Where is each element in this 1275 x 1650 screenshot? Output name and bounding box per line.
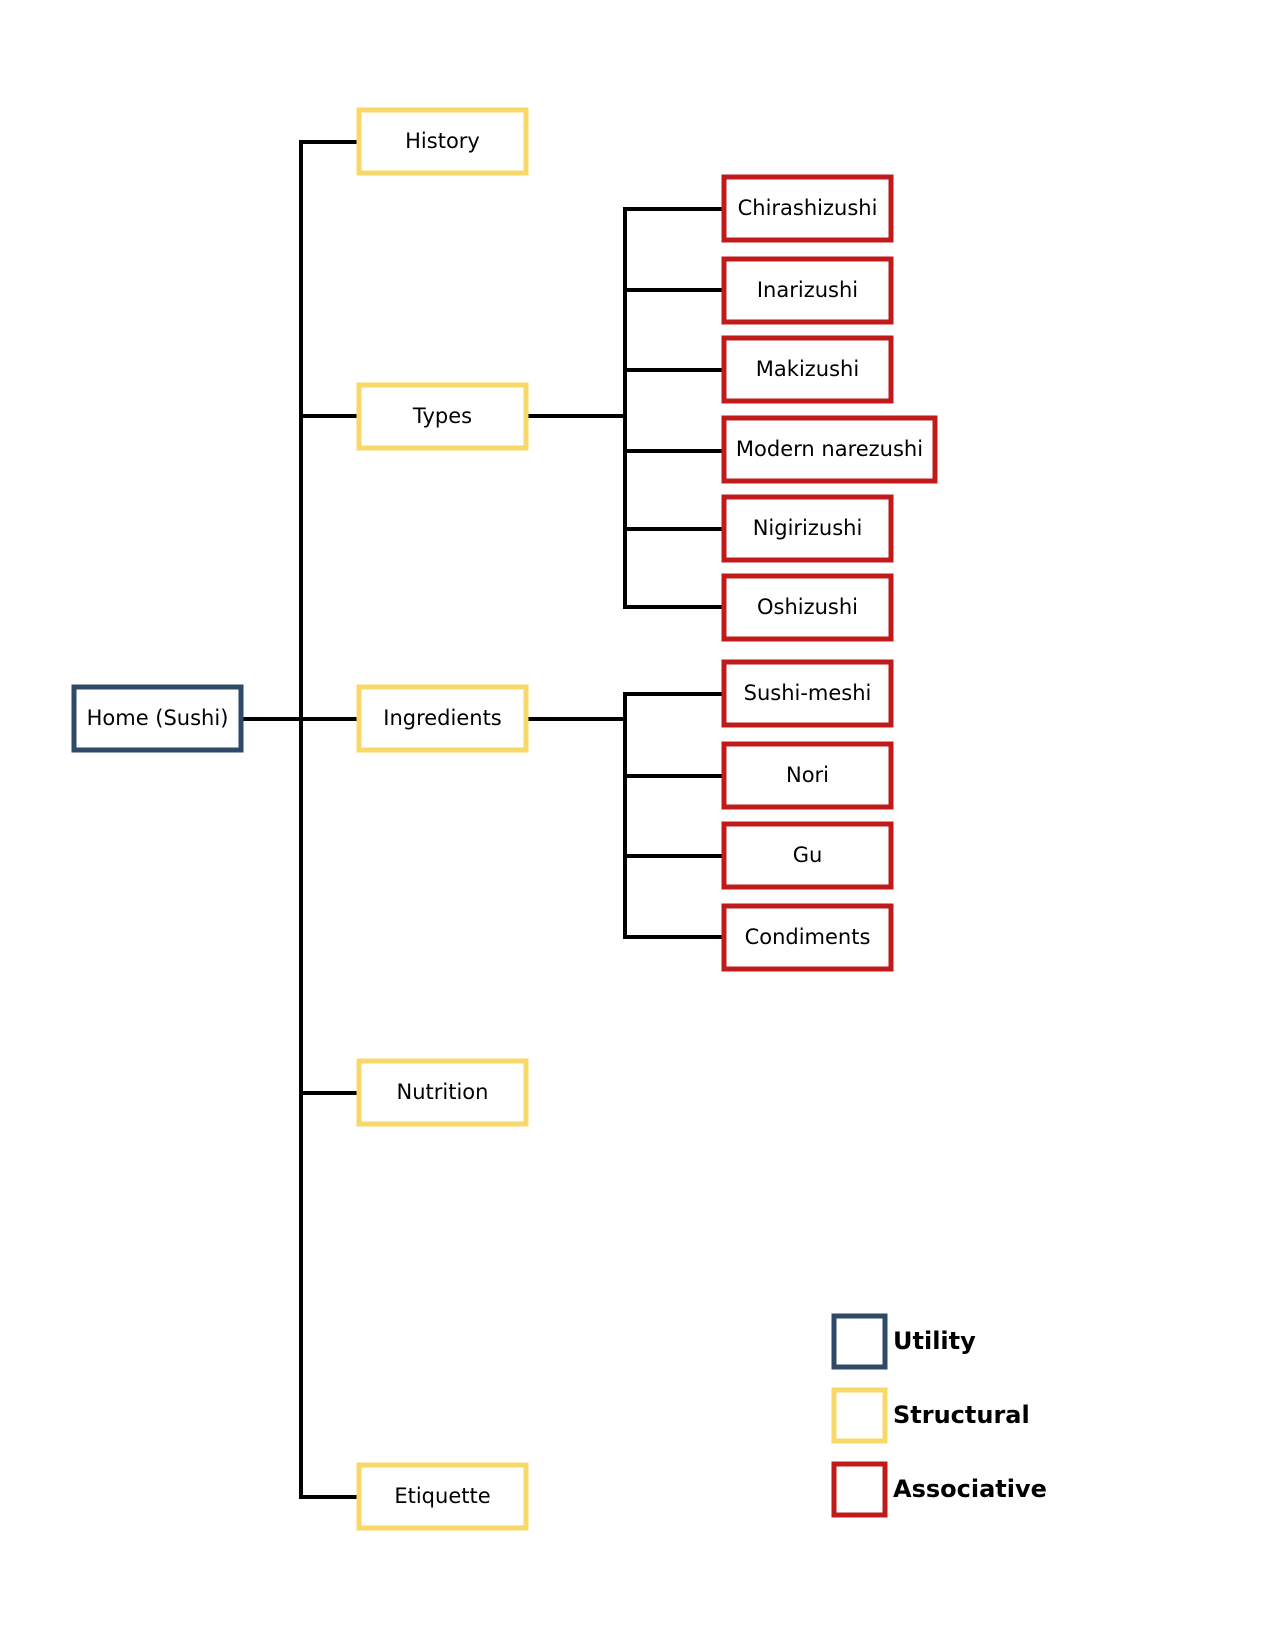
legend: Utility Structural Associative [831, 1313, 1047, 1518]
node-condiments: Condiments [721, 903, 894, 972]
node-ingredients-label: Ingredients [383, 706, 502, 730]
node-gu: Gu [721, 821, 894, 890]
legend-associative-label: Associative [893, 1475, 1047, 1503]
node-oshizushi: Oshizushi [721, 573, 894, 642]
node-history-box [356, 107, 529, 176]
legend-utility: Utility [831, 1313, 976, 1370]
node-condiments-label: Condiments [745, 925, 871, 949]
node-history: History [356, 107, 529, 176]
node-home-box [71, 684, 244, 753]
legend-structural-swatch [831, 1387, 888, 1444]
node-inarizushi: Inarizushi [721, 256, 894, 325]
legend-structural-label: Structural [893, 1401, 1030, 1429]
node-chirashizushi-box [721, 174, 894, 243]
legend-structural: Structural [831, 1387, 1030, 1444]
node-etiquette: Etiquette [356, 1462, 529, 1531]
node-nori: Nori [721, 741, 894, 810]
node-types: Types [356, 382, 529, 451]
legend-associative: Associative [831, 1461, 1047, 1518]
node-types-box [356, 382, 529, 451]
node-home-label: Home (Sushi) [87, 706, 229, 730]
node-sushi-meshi-label: Sushi-meshi [744, 681, 872, 705]
node-etiquette-label: Etiquette [394, 1484, 490, 1508]
node-nutrition-box [356, 1058, 529, 1127]
node-etiquette-box [356, 1462, 529, 1531]
node-inarizushi-box [721, 256, 894, 325]
node-nigirizushi-box [721, 494, 894, 563]
node-inarizushi-label: Inarizushi [757, 278, 858, 302]
node-nigirizushi-label: Nigirizushi [753, 516, 863, 540]
connectors [243, 140, 722, 1499]
node-chirashizushi-label: Chirashizushi [738, 196, 878, 220]
node-condiments-box [721, 903, 894, 972]
node-chirashizushi: Chirashizushi [721, 174, 894, 243]
node-makizushi: Makizushi [721, 335, 894, 404]
node-gu-label: Gu [793, 843, 823, 867]
node-sushi-meshi: Sushi-meshi [721, 659, 894, 728]
legend-utility-swatch [831, 1313, 888, 1370]
node-ingredients: Ingredients [356, 684, 529, 753]
node-modern-narezushi: Modern narezushi [721, 415, 938, 484]
node-nori-label: Nori [786, 763, 829, 787]
node-sushi-meshi-box [721, 659, 894, 728]
node-ingredients-box [356, 684, 529, 753]
legend-utility-label: Utility [893, 1327, 976, 1355]
node-nigirizushi: Nigirizushi [721, 494, 894, 563]
node-home: Home (Sushi) [71, 684, 244, 753]
node-types-label: Types [412, 404, 472, 428]
node-gu-box [721, 821, 894, 890]
node-oshizushi-label: Oshizushi [757, 595, 858, 619]
node-modern-narezushi-label: Modern narezushi [736, 437, 923, 461]
node-history-label: History [405, 129, 480, 153]
node-oshizushi-box [721, 573, 894, 642]
node-makizushi-label: Makizushi [756, 357, 859, 381]
node-nori-box [721, 741, 894, 810]
legend-associative-swatch [831, 1461, 888, 1518]
node-modern-narezushi-box [721, 415, 938, 484]
node-nutrition-label: Nutrition [397, 1080, 489, 1104]
node-makizushi-box [721, 335, 894, 404]
node-nutrition: Nutrition [356, 1058, 529, 1127]
